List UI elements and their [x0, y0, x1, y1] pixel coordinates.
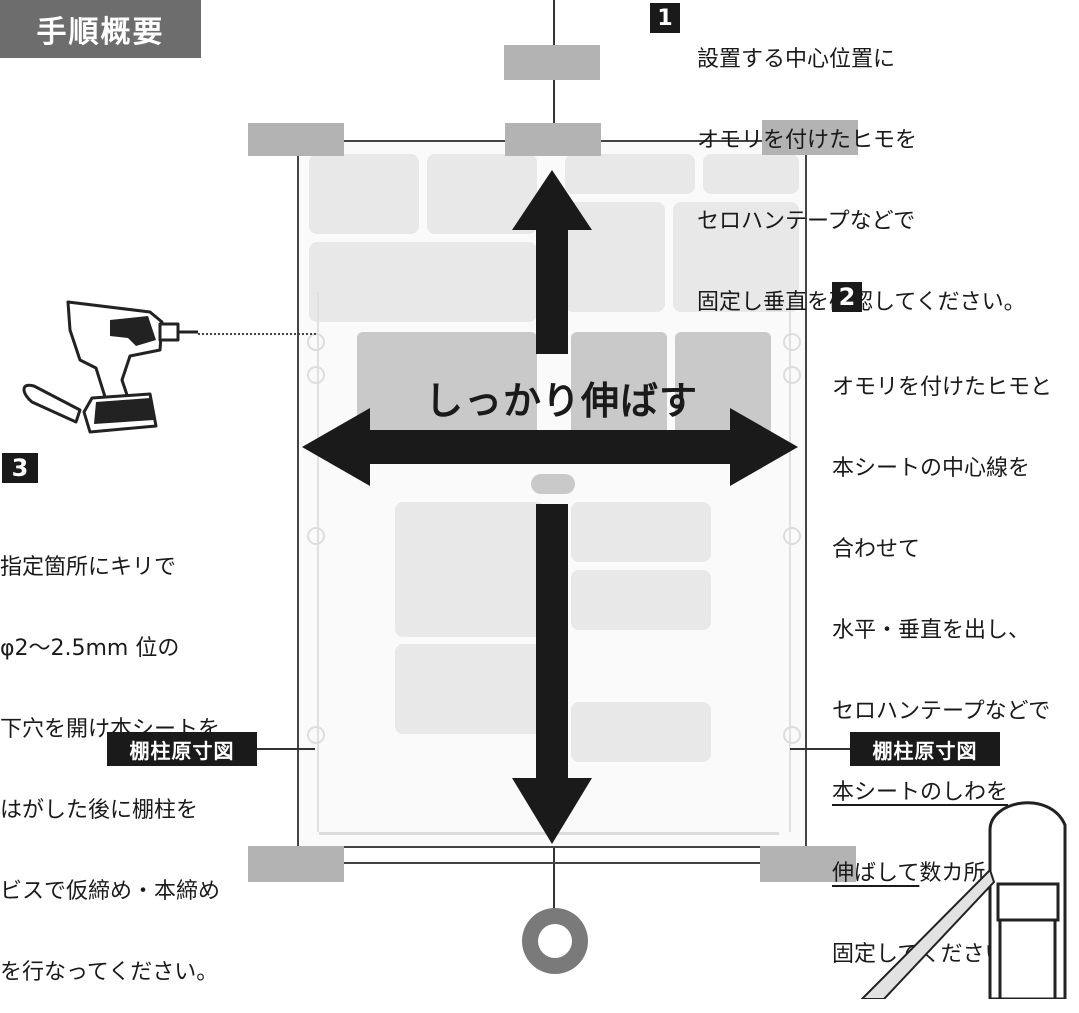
left-guide-holes — [307, 333, 325, 744]
step-2-text: オモリを付けたヒモと 本シートの中心線を 合わせて 水平・垂直を出し、 セロハン… — [832, 375, 1053, 967]
arrow-horizontal — [302, 408, 798, 486]
frame-bottom-line — [297, 862, 807, 864]
step-1-text: 設置する中心位置に オモリを付けたヒモを セロハンテープなどで 固定し垂直を確認… — [697, 47, 1026, 315]
tape-bottom-left — [248, 846, 344, 882]
tape-top-right — [762, 120, 858, 155]
tape-top-left — [248, 123, 344, 156]
page-title: 手順概要 — [0, 0, 201, 58]
tape-top-middle — [505, 123, 601, 156]
tape-top-center — [504, 45, 600, 80]
tape-cutter-icon — [860, 801, 1067, 999]
arrow-down — [512, 504, 592, 844]
column-label-left-leader — [257, 748, 315, 750]
column-label-right-leader — [790, 748, 850, 750]
step-1-number: 1 — [650, 3, 680, 33]
impact-driver-icon — [22, 300, 198, 434]
step-2-number: 2 — [832, 282, 862, 312]
step-3-text: 指定箇所にキリで φ2〜2.5mm 位の 下穴を開け本シートを はがした後に棚柱… — [0, 555, 221, 985]
column-label-right: 棚柱原寸図 — [850, 732, 1000, 766]
drill-pointer-line — [198, 333, 316, 335]
stretch-arrows — [302, 170, 798, 844]
tape-bottom-right — [760, 846, 856, 882]
plumb-weight-icon — [522, 908, 588, 974]
column-label-left: 棚柱原寸図 — [107, 732, 257, 766]
step-3-number: 3 — [2, 453, 38, 483]
arrow-up — [512, 170, 592, 354]
stretch-label: しっかり伸ばす — [425, 379, 699, 423]
right-guide-holes — [783, 333, 801, 744]
